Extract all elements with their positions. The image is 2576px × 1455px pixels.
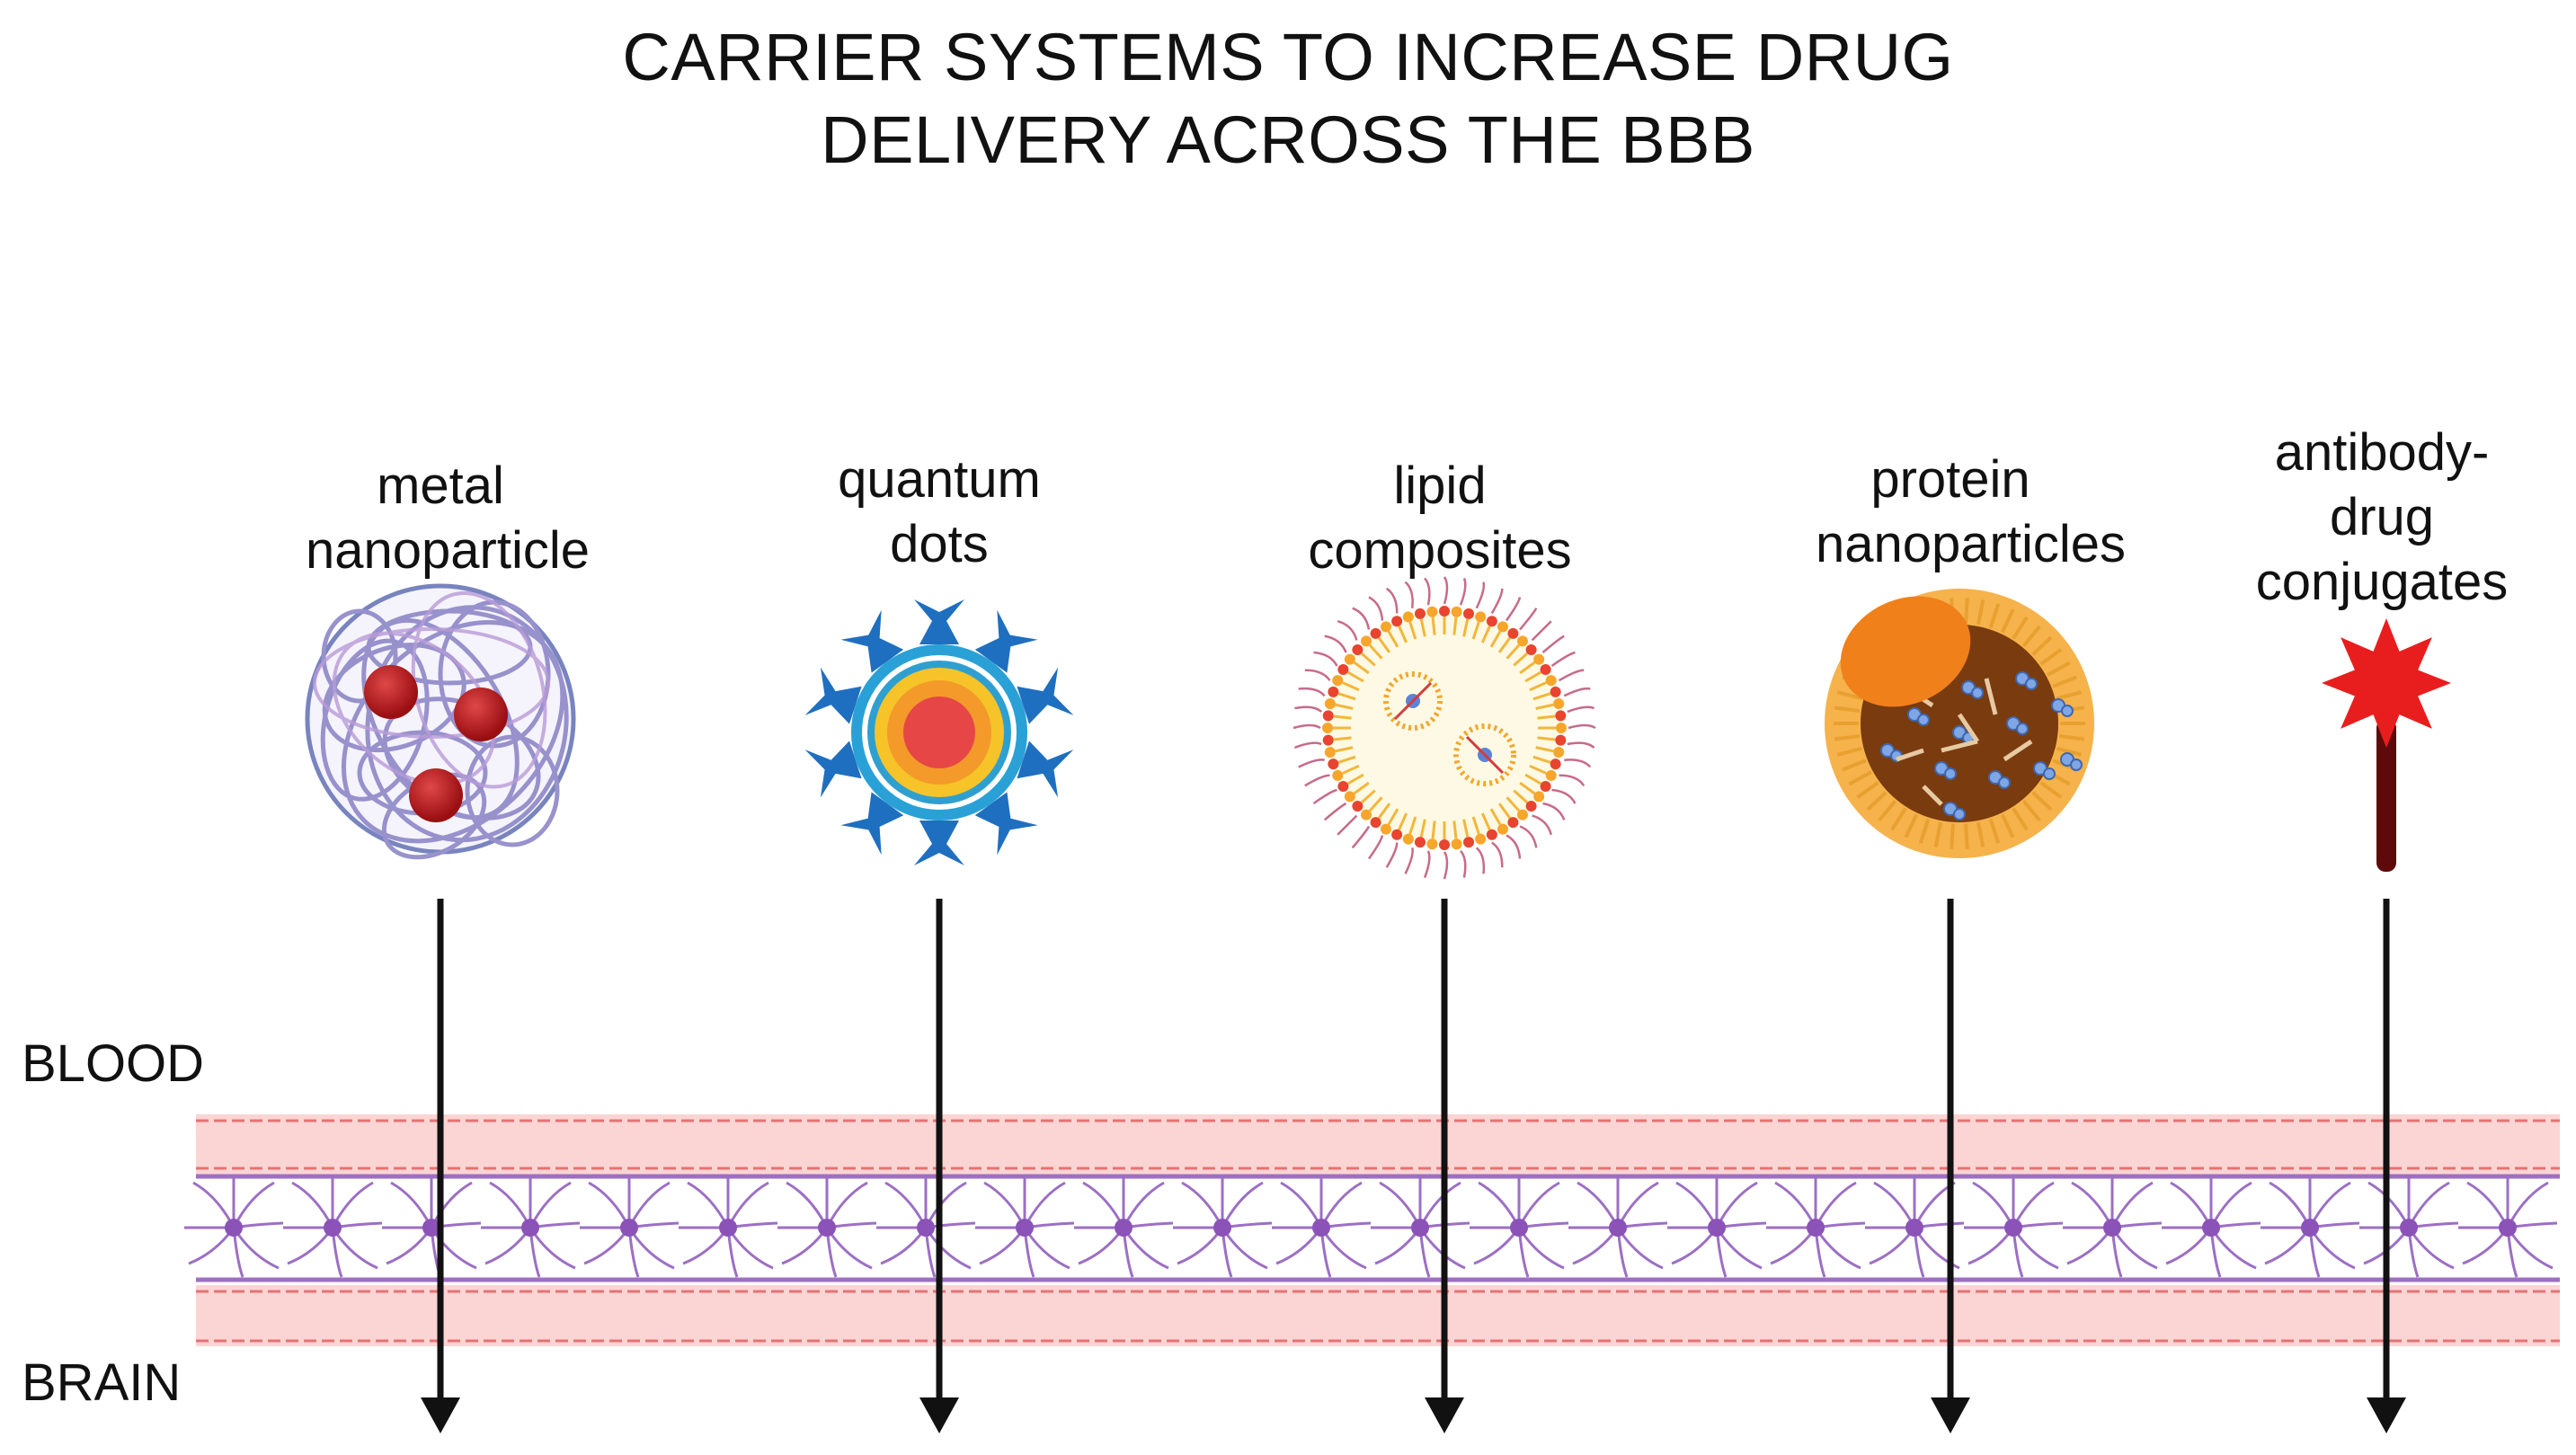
- astrocyte: [1964, 1178, 2064, 1278]
- astrocyte: [975, 1178, 1075, 1278]
- astrocyte-row: [184, 1178, 2558, 1278]
- astrocyte: [1568, 1178, 1668, 1278]
- astrocyte: [1667, 1178, 1767, 1278]
- astrocyte: [2063, 1178, 2163, 1278]
- arrow: [2367, 899, 2406, 1433]
- diagram-title: CARRIER SYSTEMS TO INCREASE DRUG DELIVER…: [0, 16, 2576, 182]
- astrocyte: [1173, 1178, 1273, 1278]
- astrocyte: [1272, 1178, 1372, 1278]
- astrocyte: [283, 1178, 383, 1278]
- barrier-lower-layer: [196, 1285, 2560, 1346]
- astrocyte: [2162, 1178, 2261, 1278]
- arrow: [421, 899, 460, 1433]
- title-line-1: CARRIER SYSTEMS TO INCREASE DRUG: [622, 20, 1954, 94]
- astrocyte: [184, 1178, 284, 1278]
- astrocyte: [679, 1178, 778, 1278]
- label-antibody-drug-conjugates: antibody- drug conjugates: [2255, 423, 2509, 611]
- label-lipid-composites: lipid composites: [1308, 457, 1572, 580]
- core: [903, 696, 975, 768]
- arrow: [1931, 899, 1970, 1433]
- lipid-composite-icon: [1292, 576, 1596, 880]
- metal-particle: [409, 768, 463, 822]
- arrow: [919, 899, 959, 1433]
- astrocyte: [876, 1178, 976, 1278]
- ligand-shell: [804, 599, 1074, 865]
- quantum-dot-icon: [804, 599, 1074, 865]
- protein-nanoparticle-icon: [1825, 589, 2094, 858]
- barrier-upper-layer: [196, 1114, 2560, 1176]
- surface-protein: [1840, 596, 1971, 707]
- label-quantum-dots: quantum dots: [838, 450, 1041, 573]
- antibody-drug-conjugate-icon: [2322, 618, 2451, 872]
- title-line-2: DELIVERY ACROSS THE BBB: [821, 102, 1755, 177]
- astrocyte: [1371, 1178, 1470, 1278]
- metal-particle: [454, 688, 508, 741]
- astrocyte: [382, 1178, 482, 1278]
- inner-vesicle: [1383, 671, 1516, 786]
- astrocyte: [1074, 1178, 1174, 1278]
- astrocyte: [777, 1178, 877, 1278]
- drug-payload-star: [2322, 618, 2451, 748]
- astrocyte: [1865, 1178, 1965, 1278]
- astrocyte: [1766, 1178, 1866, 1278]
- astrocyte: [1470, 1178, 1569, 1278]
- arrow: [1425, 899, 1464, 1433]
- antibody-stalk: [2376, 719, 2396, 872]
- label-metal-nanoparticle: metal nanoparticle: [306, 457, 590, 580]
- astrocyte: [2261, 1178, 2360, 1278]
- transport-arrows: [421, 899, 2406, 1433]
- lipid-core: [1328, 611, 1561, 845]
- astrocyte: [481, 1178, 581, 1278]
- region-label-blood: BLOOD: [22, 1034, 205, 1093]
- blood-brain-barrier: [184, 1114, 2560, 1346]
- astrocyte: [2359, 1178, 2459, 1278]
- metal-particle: [364, 665, 418, 719]
- region-label-brain: BRAIN: [22, 1353, 182, 1412]
- label-protein-nanoparticles: protein nanoparticles: [1816, 450, 2126, 573]
- metal-nanoparticle-icon: [305, 583, 576, 860]
- surface-chains: [1292, 576, 1596, 880]
- astrocyte: [580, 1178, 680, 1278]
- astrocyte: [2458, 1178, 2558, 1278]
- lipid-bilayer: [1322, 606, 1567, 850]
